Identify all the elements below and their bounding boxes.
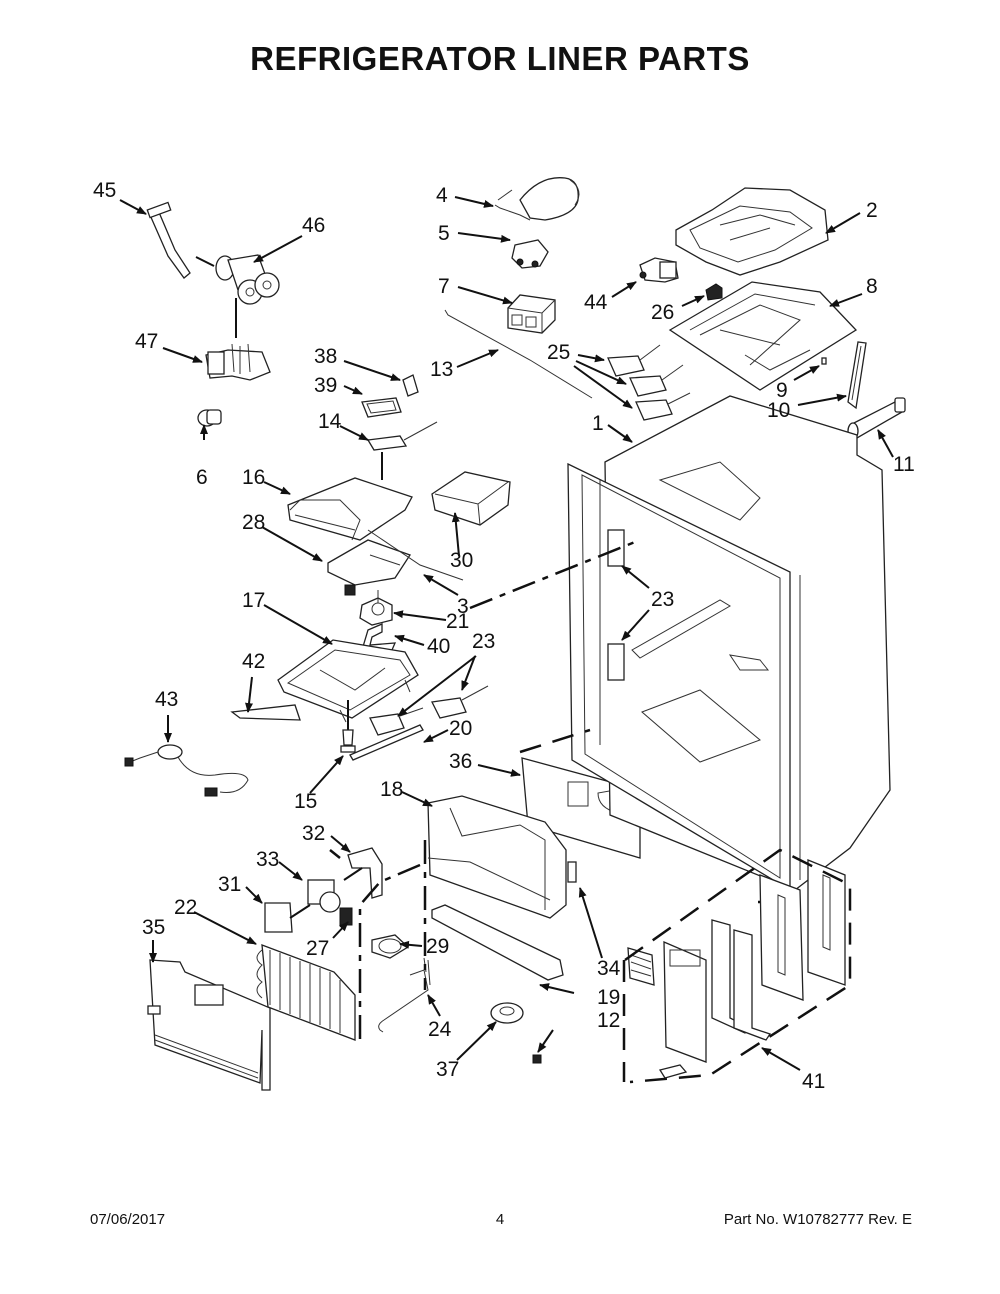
part-23-lights [369, 685, 489, 736]
callout-38: 38 [314, 345, 337, 368]
part-3-wire-harness [367, 529, 464, 581]
callout-7: 7 [438, 275, 450, 298]
part-45-water-tube [146, 201, 215, 279]
part-26-clip [705, 283, 723, 301]
callout-14: 14 [318, 410, 342, 433]
callout-31: 31 [218, 873, 241, 896]
part-20-strip [349, 724, 424, 761]
callout-11: 11 [893, 453, 915, 476]
part-2-top-bracket [675, 187, 829, 276]
callout-46: 46 [302, 214, 325, 237]
callout-4: 4 [436, 184, 448, 207]
callout-43: 43 [155, 688, 178, 711]
part-34-clip [567, 861, 577, 883]
callout-44: 44 [584, 291, 608, 314]
footer-date: 07/06/2017 [90, 1211, 166, 1228]
part-12-clip [532, 1054, 542, 1064]
part-29-fan-shroud [371, 934, 410, 959]
callout-37: 37 [436, 1058, 459, 1081]
callout-25: 25 [547, 341, 570, 364]
page-title: REFRIGERATOR LINER PARTS [250, 40, 750, 77]
part-15-screw [340, 700, 356, 753]
footer-part-number: Part No. W10782777 Rev. E [723, 1211, 912, 1228]
callout-40: 40 [427, 635, 450, 658]
part-5-valve [511, 239, 549, 269]
callout-36: 36 [449, 750, 472, 773]
callout-20: 20 [449, 717, 472, 740]
callout-12: 12 [597, 1009, 620, 1032]
callout-32: 32 [302, 822, 325, 845]
part-35-evaporator-cover [147, 959, 271, 1091]
part-17-housing [277, 639, 419, 723]
callout-16: 16 [242, 466, 265, 489]
callout-arrows [119, 196, 894, 1071]
callout-30: 30 [450, 549, 473, 572]
callout-27: 27 [306, 937, 329, 960]
part-31-cover-plate [264, 902, 311, 933]
callout-8: 8 [866, 275, 878, 298]
callout-6: 6 [196, 466, 208, 489]
part-39-gasket [361, 397, 402, 418]
part-9-screw [821, 357, 827, 365]
part-41-dispenser-assembly [627, 859, 846, 1079]
callout-15: 15 [294, 790, 317, 813]
part-1-liner [567, 395, 891, 892]
part-47-valve-bracket [205, 343, 271, 381]
callout-21: 21 [446, 610, 469, 633]
part-10-strip [847, 341, 867, 410]
callout-10: 10 [767, 399, 790, 422]
callout-22: 22 [174, 896, 197, 919]
part-22-evaporator [256, 944, 356, 1041]
part-25-lights [607, 344, 691, 421]
part-32-duct-cover [347, 847, 383, 899]
part-42-trim-strip [230, 704, 301, 721]
callout-18: 18 [380, 778, 403, 801]
callout-39: 39 [314, 374, 337, 397]
callout-42: 42 [242, 650, 265, 673]
part-30-cover [431, 471, 511, 526]
callout-13: 13 [430, 358, 453, 381]
part-13-rod [444, 309, 593, 399]
part-18-air-duct [427, 795, 567, 919]
callout-45: 45 [93, 179, 116, 202]
part-38-pad [402, 374, 419, 397]
callout-41: 41 [802, 1070, 825, 1093]
part-37-grommet [490, 1002, 524, 1024]
callout-29: 29 [426, 935, 449, 958]
callout-5: 5 [438, 222, 450, 245]
part-14-thermistor [366, 421, 438, 480]
part-7-housing [507, 294, 556, 334]
callout-28: 28 [242, 511, 265, 534]
part-33-fan-motor [307, 867, 363, 913]
callout-47: 47 [135, 330, 158, 353]
callout-labels: 45 46 47 6 4 5 7 13 44 26 2 8 25 9 10 11… [93, 179, 915, 1093]
part-16-control-board [287, 477, 413, 541]
part-46-tee-fitting [215, 254, 280, 338]
part-28-control-board [327, 539, 411, 596]
callout-19: 19 [597, 986, 620, 1009]
callout-23-lower: 23 [472, 630, 495, 653]
callout-34: 34 [597, 957, 621, 980]
part-44-valve [639, 257, 679, 283]
callout-33: 33 [256, 848, 279, 871]
part-43-sensor-cable [124, 744, 249, 797]
part-27-gasket [339, 907, 353, 926]
callout-3: 3 [457, 595, 469, 618]
part-4-heater [494, 177, 580, 221]
part-24-heater [378, 957, 431, 1033]
callout-24: 24 [428, 1018, 452, 1041]
callout-9: 9 [776, 379, 788, 402]
callout-23-upper: 23 [651, 588, 674, 611]
part-8-cover-plate [668, 281, 858, 391]
callout-17: 17 [242, 589, 265, 612]
assembly-lines [329, 538, 852, 1084]
callout-2: 2 [866, 199, 878, 222]
footer-page-number: 4 [495, 1211, 505, 1228]
callout-35: 35 [142, 916, 165, 939]
part-6-fitting [197, 409, 222, 427]
callout-1: 1 [592, 412, 604, 435]
callout-26: 26 [651, 301, 674, 324]
part-21-fan-motor [359, 590, 393, 626]
part-19-drain-trough [431, 904, 564, 981]
